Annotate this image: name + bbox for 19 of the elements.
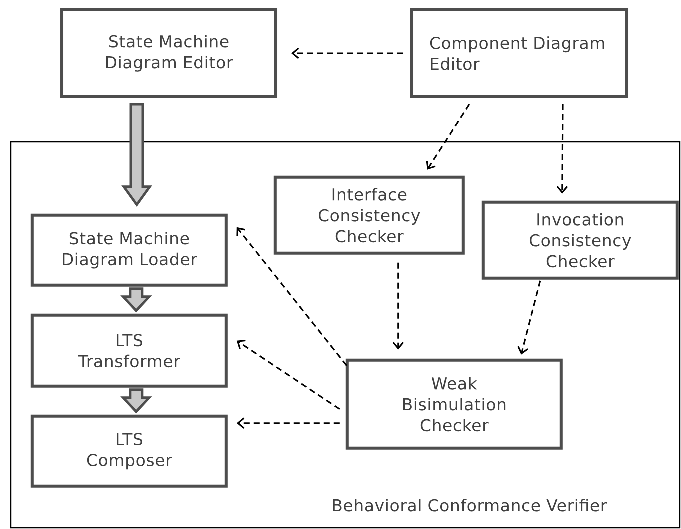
block-arrow bbox=[122, 103, 152, 208]
dashed-arrow bbox=[236, 340, 340, 410]
process-box: Interface Consistency Checker bbox=[274, 176, 465, 255]
process-box: State Machine Diagram Editor bbox=[60, 8, 278, 98]
process-box: Invocation Consistency Checker bbox=[482, 200, 679, 280]
dashed-arrow bbox=[392, 262, 404, 350]
process-box: State Machine Diagram Loader bbox=[30, 214, 228, 287]
dashed-arrow bbox=[518, 280, 542, 355]
process-box: LTS Composer bbox=[30, 414, 228, 488]
block-arrow bbox=[120, 388, 152, 414]
dashed-arrow bbox=[556, 104, 568, 194]
block-arrow bbox=[120, 288, 152, 313]
dashed-arrow bbox=[236, 227, 348, 366]
process-box: Weak Bisimulation Checker bbox=[346, 358, 563, 450]
process-box: Component Diagram Editor bbox=[410, 8, 628, 98]
process-box: LTS Transformer bbox=[30, 314, 228, 388]
dashed-arrow bbox=[292, 48, 404, 60]
dashed-arrow bbox=[236, 418, 340, 429]
dashed-arrow bbox=[426, 104, 470, 170]
